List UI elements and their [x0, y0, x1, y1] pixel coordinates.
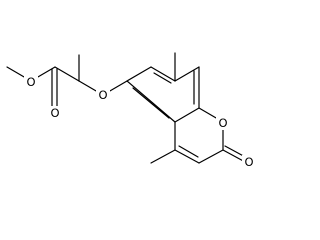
bond-c4-methyl — [150, 149, 176, 164]
bond-c3-c4 — [174, 149, 200, 164]
bond-c3-c4-inner — [178, 145, 199, 158]
bond-c5-c6 — [126, 66, 152, 82]
bond-c4a-c5 — [126, 80, 176, 123]
carbonyl-oxygen-label: O — [50, 106, 59, 120]
bond-c6-c7 — [150, 66, 176, 82]
atom-ring-oxygen: O — [216, 116, 230, 130]
molecule-structure-diagram: O O O O O — [6, 52, 256, 169]
bond-c2-c3 — [198, 149, 224, 164]
bond-c6-c7-inner — [153, 72, 172, 84]
bond-carbonyl-c-alpha-c — [54, 66, 80, 82]
atom-ether-oxygen: O — [96, 88, 110, 102]
atom-ester-oxygen: O — [24, 75, 38, 89]
bond-c8a-c4a — [174, 107, 200, 123]
bond-c7-c8 — [174, 66, 200, 82]
ring-oxygen-label: O — [218, 116, 227, 130]
atom-lactone-carbonyl-oxygen: O — [242, 155, 256, 169]
lactone-oxygen-label: O — [244, 155, 253, 169]
ester-oxygen-label: O — [26, 75, 35, 89]
bond-c4a-c5-inner — [132, 87, 170, 119]
atom-carbonyl-oxygen: O — [48, 106, 62, 120]
ether-oxygen-label: O — [98, 88, 107, 102]
